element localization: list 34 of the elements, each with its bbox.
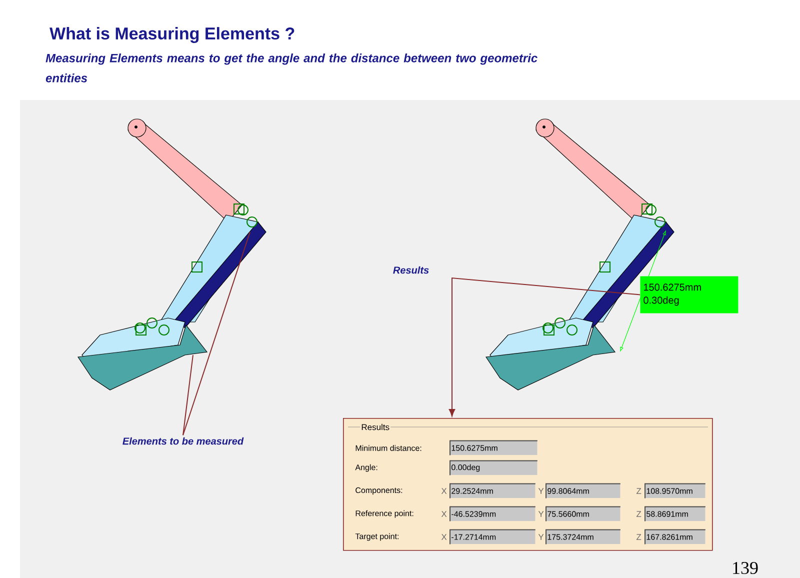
output-field: 75.5660mm bbox=[546, 506, 621, 522]
output-field: 99.8064mm bbox=[546, 483, 621, 499]
title: What is Measuring Elements ? bbox=[50, 27, 294, 43]
subtitle: Measuring Elements means to get the angle and the distance between two geometric entities bbox=[46, 54, 538, 82]
field-label: Components: bbox=[356, 487, 402, 495]
page-number: 139 bbox=[733, 562, 758, 574]
output-field: 175.3724mm bbox=[546, 529, 621, 545]
axis-letter: X bbox=[441, 534, 447, 540]
axis-letter: Y bbox=[538, 488, 544, 494]
output-field: -17.2714mm bbox=[450, 529, 536, 545]
axis-letter: Y bbox=[538, 511, 544, 517]
axis-letter: Z bbox=[636, 488, 642, 494]
field-label: Minimum distance: bbox=[356, 445, 422, 451]
field-label: Reference point: bbox=[356, 510, 414, 518]
value-box: 150.6275mm 0.30deg bbox=[640, 276, 738, 314]
leader-line bbox=[182, 232, 250, 436]
field-label: Angle: bbox=[355, 464, 378, 472]
axis-letter: Z bbox=[636, 511, 642, 517]
output-field: 150.6275mm bbox=[450, 440, 538, 456]
output-field: 167.8261mm bbox=[644, 529, 706, 545]
output-field: 29.2524mm bbox=[450, 483, 536, 499]
output-field: 58.8691mm bbox=[644, 506, 706, 522]
callout-text: Elements to be measured bbox=[122, 437, 244, 445]
edge-label: Results bbox=[393, 266, 429, 274]
axis-letter: Z bbox=[636, 534, 642, 540]
leader-line bbox=[448, 277, 640, 416]
output-field: 0.00deg bbox=[450, 460, 538, 476]
axis-letter: X bbox=[441, 511, 447, 517]
output-field: -46.5239mm bbox=[450, 506, 536, 522]
leader-line bbox=[182, 354, 194, 436]
output-field: 108.9570mm bbox=[644, 483, 706, 499]
field-label: Target point: bbox=[355, 533, 398, 541]
axis-letter: Y bbox=[538, 534, 544, 540]
axis-letter: X bbox=[441, 488, 447, 494]
